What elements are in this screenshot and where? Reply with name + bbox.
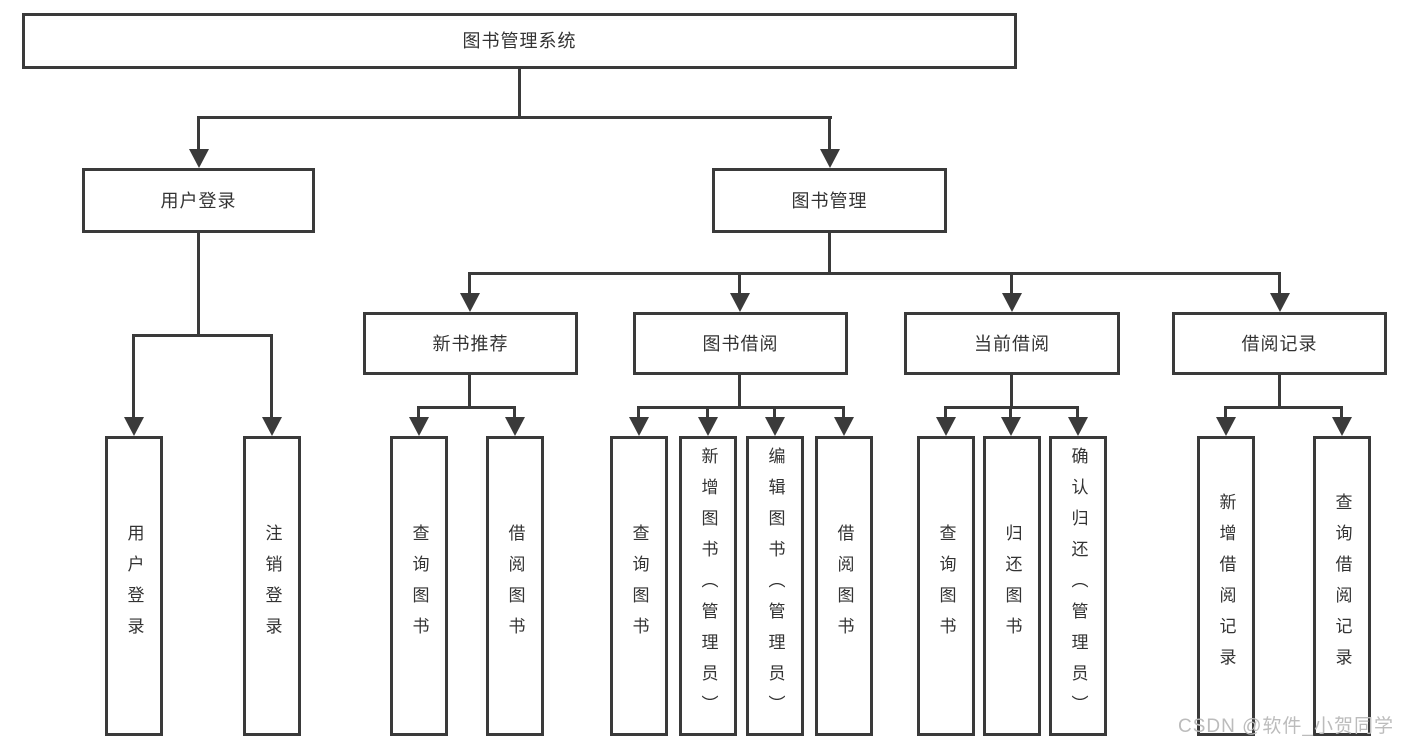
node-book-management-label: 图书管理	[791, 190, 868, 211]
connector-line	[197, 116, 200, 152]
connector-line	[417, 406, 516, 409]
leaf-search-borrow-record-label: 查询借阅记录	[1332, 493, 1352, 679]
node-new-book-recommend: 新书推荐	[363, 312, 578, 375]
connector-line	[706, 406, 709, 419]
arrowhead-down	[1068, 417, 1088, 436]
leaf-edit-books-admin-label: 编辑图书（管理员）	[765, 446, 785, 726]
leaf-add-borrow-record: 新增借阅记录	[1197, 436, 1255, 736]
connector-line	[1009, 406, 1012, 419]
connector-line	[468, 272, 1281, 275]
connector-line	[773, 406, 776, 419]
connector-line	[828, 116, 831, 152]
arrowhead-down	[698, 417, 718, 436]
node-root-label: 图书管理系统	[462, 31, 577, 51]
arrowhead-down	[629, 417, 649, 436]
arrowhead-down	[1216, 417, 1236, 436]
leaf-search-books-3-label: 查询图书	[936, 524, 956, 648]
connector-line	[1224, 406, 1343, 409]
connector-line	[637, 406, 640, 419]
node-borrow-records-label: 借阅记录	[1241, 333, 1318, 354]
leaf-user-login-label: 用户登录	[124, 524, 144, 648]
arrowhead-down	[262, 417, 282, 436]
connector-line	[513, 406, 516, 419]
leaf-search-books-1: 查询图书	[390, 436, 448, 736]
node-user-login: 用户登录	[82, 168, 315, 233]
connector-line	[637, 406, 845, 409]
leaf-logout: 注销登录	[243, 436, 301, 736]
leaf-borrow-books-2: 借阅图书	[815, 436, 873, 736]
connector-line	[468, 375, 471, 409]
connector-line	[1224, 406, 1227, 419]
leaf-return-books: 归还图书	[983, 436, 1041, 736]
leaf-search-books-2: 查询图书	[610, 436, 668, 736]
connector-line	[197, 233, 200, 337]
leaf-confirm-return-admin-label: 确认归还（管理员）	[1068, 446, 1088, 726]
leaf-search-books-2-label: 查询图书	[629, 524, 649, 648]
connector-line	[1340, 406, 1343, 419]
node-borrow-records: 借阅记录	[1172, 312, 1387, 375]
connector-line	[1278, 375, 1281, 409]
node-book-borrow: 图书借阅	[633, 312, 848, 375]
connector-line	[132, 334, 135, 417]
connector-line	[468, 272, 471, 295]
connector-line	[944, 406, 947, 419]
arrowhead-down	[820, 149, 840, 168]
arrowhead-down	[124, 417, 144, 436]
node-user-login-label: 用户登录	[160, 190, 237, 211]
connector-line	[1010, 375, 1013, 409]
connector-line	[132, 334, 273, 337]
node-book-borrow-label: 图书借阅	[702, 333, 779, 354]
connector-line	[518, 69, 521, 118]
arrowhead-down	[1332, 417, 1352, 436]
arrowhead-down	[936, 417, 956, 436]
csdn-watermark: CSDN @软件_小贺同学	[1178, 716, 1394, 737]
arrowhead-down	[1001, 417, 1021, 436]
leaf-add-books-admin-label: 新增图书（管理员）	[698, 446, 718, 726]
leaf-return-books-label: 归还图书	[1002, 524, 1022, 648]
leaf-borrow-books-1: 借阅图书	[486, 436, 544, 736]
leaf-search-books-1-label: 查询图书	[409, 524, 429, 648]
connector-line	[197, 116, 832, 119]
arrowhead-down	[730, 293, 750, 312]
connector-line	[417, 406, 420, 419]
connector-line	[842, 406, 845, 419]
connector-line	[738, 375, 741, 409]
arrowhead-down	[765, 417, 785, 436]
leaf-edit-books-admin: 编辑图书（管理员）	[746, 436, 804, 736]
leaf-search-books-3: 查询图书	[917, 436, 975, 736]
connector-line	[1076, 406, 1079, 419]
leaf-borrow-books-1-label: 借阅图书	[505, 524, 525, 648]
node-book-management: 图书管理	[712, 168, 947, 233]
node-new-book-recommend-label: 新书推荐	[432, 333, 509, 354]
node-current-borrow: 当前借阅	[904, 312, 1120, 375]
connector-line	[828, 233, 831, 275]
leaf-add-books-admin: 新增图书（管理员）	[679, 436, 737, 736]
connector-line	[738, 272, 741, 295]
arrowhead-down	[409, 417, 429, 436]
leaf-confirm-return-admin: 确认归还（管理员）	[1049, 436, 1107, 736]
connector-line	[270, 334, 273, 417]
arrowhead-down	[189, 149, 209, 168]
leaf-search-borrow-record: 查询借阅记录	[1313, 436, 1371, 736]
arrowhead-down	[505, 417, 525, 436]
node-current-borrow-label: 当前借阅	[974, 333, 1050, 354]
arrowhead-down	[460, 293, 480, 312]
arrowhead-down	[834, 417, 854, 436]
leaf-user-login: 用户登录	[105, 436, 163, 736]
arrowhead-down	[1270, 293, 1290, 312]
node-root: 图书管理系统	[22, 13, 1017, 69]
leaf-borrow-books-2-label: 借阅图书	[834, 524, 854, 648]
leaf-add-borrow-record-label: 新增借阅记录	[1216, 493, 1236, 679]
arrowhead-down	[1002, 293, 1022, 312]
connector-line	[1010, 272, 1013, 295]
leaf-logout-label: 注销登录	[262, 524, 282, 648]
connector-line	[1278, 272, 1281, 295]
